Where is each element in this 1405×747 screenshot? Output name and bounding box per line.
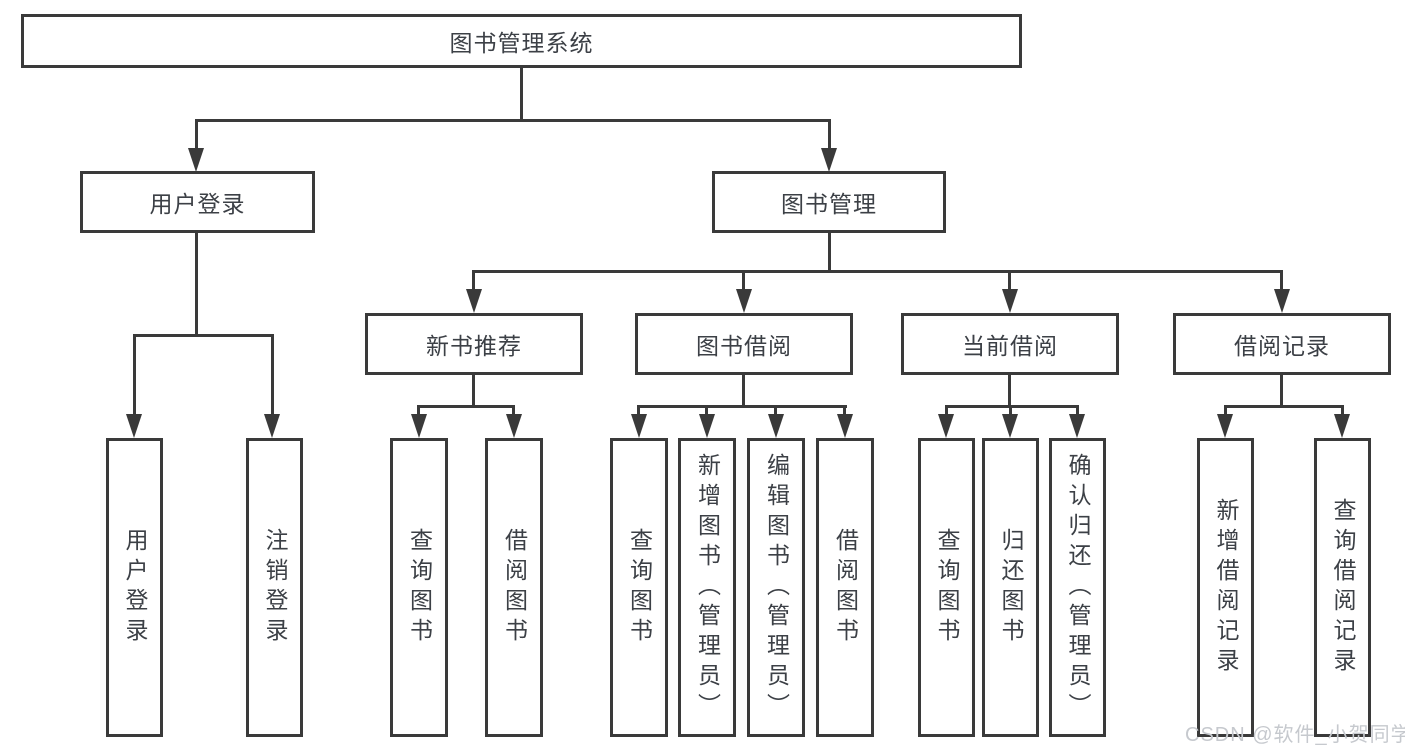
connector-line bbox=[472, 375, 475, 407]
leaf-add-book-admin-label: 新增图书（管理员） bbox=[694, 452, 721, 723]
node-book-borrow: 图书借阅 bbox=[635, 313, 853, 375]
leaf-borrow-book-recommend: 借阅图书 bbox=[485, 438, 543, 737]
leaf-borrow-book-label: 借阅图书 bbox=[832, 527, 859, 648]
leaf-borrow-book-recommend-label: 借阅图书 bbox=[501, 527, 528, 648]
leaf-borrow-book: 借阅图书 bbox=[816, 438, 874, 737]
connector-line bbox=[195, 119, 831, 122]
connector-line bbox=[945, 405, 1079, 408]
leaf-query-current-borrow: 查询图书 bbox=[918, 438, 975, 737]
connector-line bbox=[472, 270, 1283, 273]
connector-line bbox=[271, 334, 274, 415]
connector-line bbox=[417, 405, 420, 417]
arrow-down-icon bbox=[938, 414, 954, 438]
connector-line bbox=[774, 405, 777, 417]
node-root-label: 图书管理系统 bbox=[449, 30, 594, 56]
connector-line bbox=[637, 405, 847, 408]
connector-line bbox=[1224, 405, 1343, 408]
node-user-login-label: 用户登录 bbox=[149, 191, 246, 217]
leaf-add-borrow-record: 新增借阅记录 bbox=[1197, 438, 1254, 737]
connector-line bbox=[472, 270, 475, 291]
leaf-confirm-return-admin: 确认归还（管理员） bbox=[1049, 438, 1106, 737]
node-borrow-record: 借阅记录 bbox=[1173, 313, 1391, 375]
arrow-down-icon bbox=[631, 414, 647, 438]
connector-line bbox=[637, 405, 640, 417]
arrow-down-icon bbox=[126, 414, 142, 438]
leaf-logout: 注销登录 bbox=[246, 438, 303, 737]
connector-line bbox=[133, 334, 274, 337]
csdn-watermark: CSDN @软件_小贺同学 bbox=[1185, 724, 1405, 746]
arrow-down-icon bbox=[1334, 414, 1350, 438]
arrow-down-icon bbox=[1274, 289, 1290, 313]
leaf-return-book-label: 归还图书 bbox=[998, 527, 1024, 648]
arrow-down-icon bbox=[1002, 414, 1018, 438]
leaf-add-book-admin: 新增图书（管理员） bbox=[678, 438, 736, 737]
leaf-query-book-recommend: 查询图书 bbox=[390, 438, 448, 737]
leaf-user-login-label: 用户登录 bbox=[122, 527, 148, 648]
node-root: 图书管理系统 bbox=[21, 14, 1022, 68]
arrow-down-icon bbox=[837, 414, 853, 438]
node-book-borrow-label: 图书借阅 bbox=[696, 333, 792, 359]
connector-line bbox=[742, 270, 745, 291]
node-borrow-record-label: 借阅记录 bbox=[1234, 333, 1330, 359]
arrow-down-icon bbox=[188, 148, 204, 172]
connector-line bbox=[520, 68, 523, 121]
connector-line bbox=[1280, 270, 1283, 291]
leaf-logout-label: 注销登录 bbox=[262, 527, 288, 648]
node-book-management-label: 图书管理 bbox=[781, 191, 877, 217]
arrow-down-icon bbox=[821, 148, 837, 172]
leaf-query-book-recommend-label: 查询图书 bbox=[406, 527, 433, 648]
leaf-confirm-return-admin-label: 确认归还（管理员） bbox=[1065, 452, 1091, 723]
connector-line bbox=[417, 405, 515, 408]
leaf-edit-book-admin: 编辑图书（管理员） bbox=[747, 438, 805, 737]
node-current-borrow-label: 当前借阅 bbox=[962, 333, 1058, 359]
connector-line bbox=[1076, 405, 1079, 417]
arrow-down-icon bbox=[1002, 289, 1018, 313]
connector-line bbox=[945, 405, 948, 417]
connector-line bbox=[1008, 375, 1011, 407]
connector-line bbox=[705, 405, 708, 417]
leaf-add-borrow-record-label: 新增借阅记录 bbox=[1213, 497, 1239, 678]
connector-line bbox=[195, 119, 198, 150]
leaf-edit-book-admin-label: 编辑图书（管理员） bbox=[763, 452, 790, 723]
leaf-query-book: 查询图书 bbox=[610, 438, 668, 737]
arrow-down-icon bbox=[264, 414, 280, 438]
connector-line bbox=[512, 405, 515, 417]
arrow-down-icon bbox=[736, 289, 752, 313]
connector-line bbox=[195, 233, 198, 336]
connector-line bbox=[742, 375, 745, 407]
node-current-borrow: 当前借阅 bbox=[901, 313, 1119, 375]
leaf-user-login: 用户登录 bbox=[106, 438, 163, 737]
connector-line bbox=[1280, 375, 1283, 407]
connector-line bbox=[133, 334, 136, 415]
node-book-management: 图书管理 bbox=[712, 171, 946, 233]
arrow-down-icon bbox=[699, 414, 715, 438]
arrow-down-icon bbox=[411, 414, 427, 438]
arrow-down-icon bbox=[1217, 414, 1233, 438]
node-new-book-recommend: 新书推荐 bbox=[365, 313, 583, 375]
node-new-book-recommend-label: 新书推荐 bbox=[426, 333, 522, 359]
connector-line bbox=[1341, 405, 1344, 417]
connector-line bbox=[828, 233, 831, 272]
connector-line bbox=[1224, 405, 1227, 417]
connector-line bbox=[843, 405, 846, 417]
leaf-query-book-label: 查询图书 bbox=[626, 527, 653, 648]
connector-line bbox=[1008, 270, 1011, 291]
node-user-login: 用户登录 bbox=[80, 171, 315, 233]
connector-line bbox=[1009, 405, 1012, 417]
leaf-query-borrow-record-label: 查询借阅记录 bbox=[1330, 497, 1356, 678]
arrow-down-icon bbox=[768, 414, 784, 438]
arrow-down-icon bbox=[1069, 414, 1085, 438]
arrow-down-icon bbox=[466, 289, 482, 313]
arrow-down-icon bbox=[506, 414, 522, 438]
leaf-query-borrow-record: 查询借阅记录 bbox=[1314, 438, 1371, 737]
connector-line bbox=[828, 119, 831, 150]
leaf-return-book: 归还图书 bbox=[982, 438, 1039, 737]
leaf-query-current-borrow-label: 查询图书 bbox=[934, 527, 960, 648]
